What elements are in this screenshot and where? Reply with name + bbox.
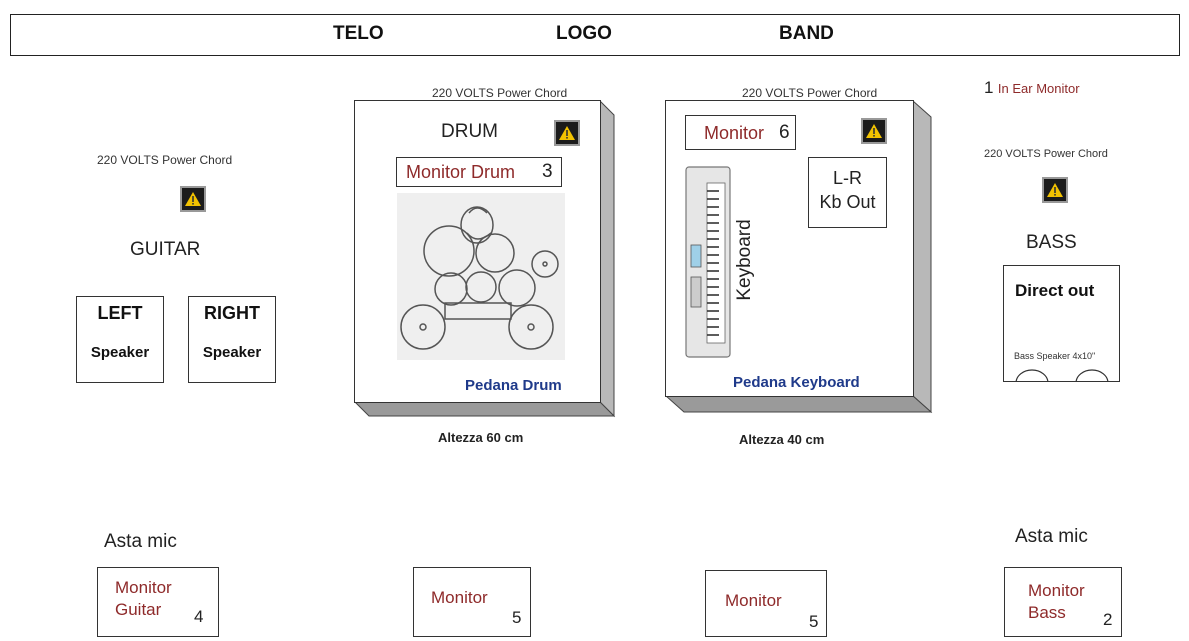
monitor-bass-number: 2 [1103, 610, 1113, 629]
bass-warning-icon [1042, 177, 1068, 203]
stage-banner: TELO LOGO BAND [10, 14, 1180, 56]
left-speaker-top: LEFT [97, 303, 143, 323]
drum-title: DRUM [441, 121, 498, 142]
left-speaker-bottom: Speaker [90, 344, 150, 361]
banner-logo: LOGO [556, 23, 612, 44]
keyboard-power-label: 220 VOLTS Power Chord [742, 86, 878, 100]
keyboard-platform-label: Pedana Keyboard [733, 374, 860, 391]
in-ear-monitor: 1 In Ear Monitor [984, 78, 1080, 98]
monitor-center-right-number: 5 [809, 612, 819, 631]
monitor-guitar: Monitor Guitar 4 [97, 567, 219, 637]
keyboard-instrument-icon [685, 166, 731, 358]
keyboard-warning-icon [861, 118, 887, 144]
guitar-right-speaker: RIGHT Speaker [188, 296, 276, 383]
monitor-keyboard-number: 6 [779, 122, 790, 143]
monitor-drum-label: Monitor Drum [406, 162, 516, 182]
bass-mic-stand: Asta mic [1015, 526, 1088, 547]
monitor-center-right-label: Monitor [725, 591, 782, 610]
monitor-center-left-number: 5 [512, 608, 522, 627]
guitar-title: GUITAR [130, 239, 201, 260]
keyboard-platform-3d [665, 100, 933, 414]
in-ear-number: 1 [984, 78, 994, 97]
monitor-bass-line2: Bass [1028, 603, 1066, 622]
drum-height: Altezza 60 cm [438, 430, 524, 445]
monitor-guitar-line1: Monitor [115, 578, 172, 597]
lr-label: L-R [832, 168, 862, 188]
monitor-drum-number: 3 [542, 161, 553, 182]
guitar-warning-icon [180, 186, 206, 212]
bass-speaker-label: Bass Speaker 4x10" [1014, 351, 1096, 361]
monitor-guitar-line2: Guitar [115, 600, 162, 619]
monitor-center-left: Monitor 5 [413, 567, 531, 637]
keyboard-vertical-label: Keyboard [734, 219, 755, 301]
bass-title: BASS [1026, 232, 1077, 253]
guitar-power-label: 220 VOLTS Power Chord [97, 153, 233, 167]
right-speaker-bottom: Speaker [202, 344, 262, 361]
monitor-bass: Monitor Bass 2 [1004, 567, 1122, 637]
drum-platform-label: Pedana Drum [465, 377, 562, 394]
drum-warning-icon [554, 120, 580, 146]
right-speaker-top: RIGHT [204, 303, 260, 323]
banner-telo: TELO [333, 23, 384, 44]
drum-kit-icon [397, 193, 565, 360]
monitor-keyboard-label: Monitor [704, 123, 765, 143]
banner-band: BAND [779, 23, 834, 44]
in-ear-label: In Ear Monitor [997, 81, 1080, 96]
monitor-drum-box: Monitor Drum 3 [396, 157, 562, 187]
monitor-center-right: Monitor 5 [705, 570, 827, 637]
keyboard-height: Altezza 40 cm [739, 432, 825, 447]
drum-power-label: 220 VOLTS Power Chord [432, 86, 568, 100]
keyboard-vertical-label-wrap: Keyboard [731, 209, 759, 311]
guitar-left-speaker: LEFT Speaker [76, 296, 164, 383]
monitor-guitar-number: 4 [194, 607, 204, 626]
bass-cone-icons [1015, 369, 1109, 381]
bass-power-label: 220 VOLTS Power Chord [984, 148, 1108, 160]
guitar-mic-stand: Asta mic [104, 531, 177, 552]
direct-out-label: Direct out [1015, 281, 1095, 300]
kb-out-label: Kb Out [819, 192, 876, 212]
monitor-center-left-label: Monitor [431, 588, 488, 607]
monitor-bass-line1: Monitor [1028, 581, 1085, 600]
lr-kb-out-box: L-R Kb Out [808, 157, 887, 228]
monitor-keyboard-box: Monitor 6 [685, 115, 796, 150]
bass-speaker-box: Direct out Bass Speaker 4x10" [1003, 265, 1120, 382]
